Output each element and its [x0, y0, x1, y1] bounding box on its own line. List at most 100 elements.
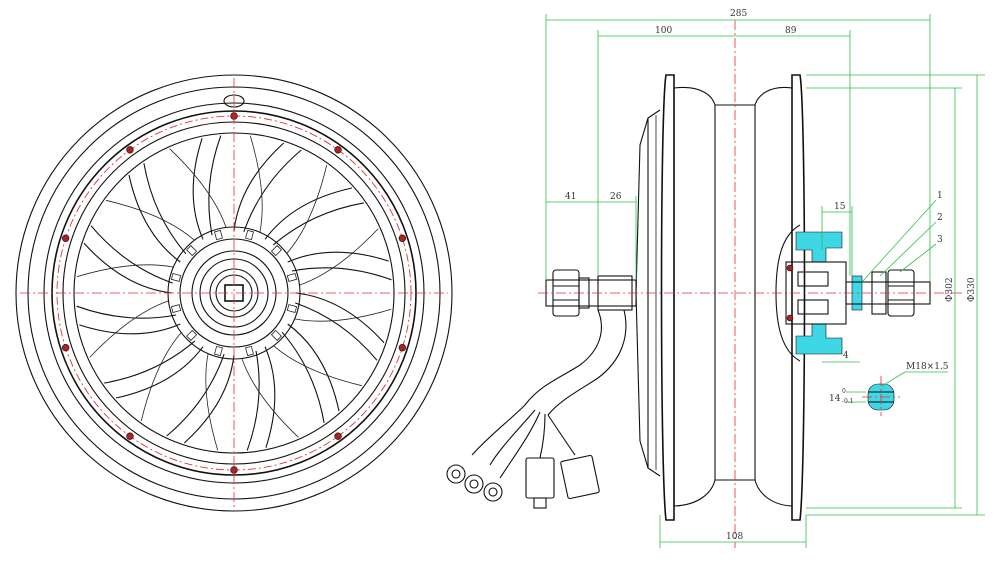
spoke-edge [281, 331, 325, 423]
wire-5 [547, 414, 576, 456]
dim-dia330: Φ330 [967, 277, 977, 302]
front-view [15, 74, 453, 512]
spoke-edge [76, 264, 174, 278]
cable-inner [547, 309, 627, 416]
rim-bolt [334, 146, 342, 154]
spoke-edge [83, 242, 173, 294]
dim-overall-width: 285 [730, 9, 747, 19]
hub-slot [186, 245, 198, 257]
rim-bolt [398, 234, 407, 243]
spoke-edge [243, 149, 302, 232]
rim-well-right [754, 86, 793, 507]
rim-bolt [398, 343, 407, 352]
wire-2 [489, 409, 536, 466]
hub-slot [214, 229, 223, 241]
leader-thread [881, 371, 906, 387]
dim-axle-left: 41 [565, 192, 576, 202]
spoke-edge [287, 251, 389, 263]
hub-slot [286, 304, 298, 313]
leader-3 [899, 243, 937, 273]
spoke-edge [287, 323, 340, 412]
callout-3: 3 [937, 235, 943, 245]
connector-1-tab [533, 497, 547, 509]
spoke-edge [79, 323, 181, 335]
hub-slots [170, 229, 298, 357]
hub-slot [170, 273, 182, 282]
bearing-section-top [795, 231, 843, 263]
hub-slot [245, 345, 254, 357]
terminal-lug-3-hole [488, 487, 498, 497]
flat-tol-upper: 0 [842, 388, 846, 395]
spoke-edge [106, 199, 195, 241]
spoke-edge [286, 165, 328, 254]
dim-rim-width: 108 [726, 532, 743, 542]
rim-well-left [673, 86, 716, 507]
spoke-edge [166, 354, 225, 437]
spoke-edge [169, 148, 227, 228]
spoke-edge [291, 267, 392, 281]
callout-2: 2 [937, 213, 943, 223]
spoke-edge [246, 350, 260, 451]
flat-dim: 14 [829, 394, 841, 404]
wire-3 [499, 411, 541, 479]
connector-1 [525, 457, 555, 499]
spoke-edge [140, 332, 182, 421]
spokes [76, 135, 392, 451]
connector-2 [560, 454, 600, 500]
bearing-ball-1 [786, 264, 794, 272]
spoke-edge [233, 142, 285, 232]
spoke-edge [273, 345, 362, 387]
bearing-inner-top [797, 271, 829, 287]
callout-1: 1 [937, 191, 943, 201]
spoke-edge [89, 300, 169, 358]
terminal-lug-1 [446, 464, 466, 484]
hub-slot [286, 273, 298, 282]
hub-slot [245, 229, 254, 241]
hub-slot [270, 329, 282, 341]
terminal-lug-2-hole [469, 479, 479, 489]
dimension-texts: 285 100 89 41 26 108 15 4 1 2 3 M18×1.5 … [565, 9, 977, 542]
rim-bolt [61, 343, 70, 352]
leader-1 [861, 199, 937, 283]
rim-bolt [126, 432, 134, 440]
leader-2 [879, 221, 937, 277]
wire-4 [539, 413, 546, 459]
spoke-edge [249, 135, 263, 233]
spoke-edge [241, 358, 299, 438]
dimension-lines [545, 14, 985, 548]
dim-4: 4 [843, 351, 849, 361]
wire-1 [471, 404, 526, 456]
rim-bolt [334, 432, 342, 440]
spoke-edge [76, 305, 177, 319]
hub-slot [214, 345, 223, 357]
spoke-edge [295, 302, 378, 361]
spoke-edge [115, 346, 204, 399]
spoke-edge [272, 202, 364, 246]
spoke-edge [104, 340, 196, 384]
spoke-edge [208, 135, 222, 236]
spoke-edge [295, 292, 385, 344]
bearing-section-bottom [795, 323, 843, 355]
hub-slot [186, 329, 198, 341]
tire-inner-edge [27, 86, 441, 500]
dim-left-span: 100 [655, 26, 672, 36]
terminal-lug-3 [483, 482, 503, 502]
spoke-edge [183, 354, 235, 444]
side-view [446, 20, 965, 548]
spoke-edge [294, 308, 392, 322]
flat-tol-lower: -0.1 [842, 398, 854, 405]
thread-spec: M18×1.5 [906, 362, 949, 372]
spoke-edge [192, 138, 204, 240]
dim-axle-mid: 26 [610, 192, 622, 202]
bearing-ball-2 [786, 314, 794, 322]
spoke-edge [128, 174, 181, 263]
spoke-edge [205, 353, 219, 451]
hub-slot [170, 304, 182, 313]
terminal-lug-2 [464, 474, 484, 494]
axle-ring [215, 274, 253, 312]
valve-hole [223, 94, 245, 108]
spoke-edge [264, 346, 276, 448]
terminal-lug-1-hole [451, 469, 461, 479]
tire-outer [15, 74, 453, 512]
